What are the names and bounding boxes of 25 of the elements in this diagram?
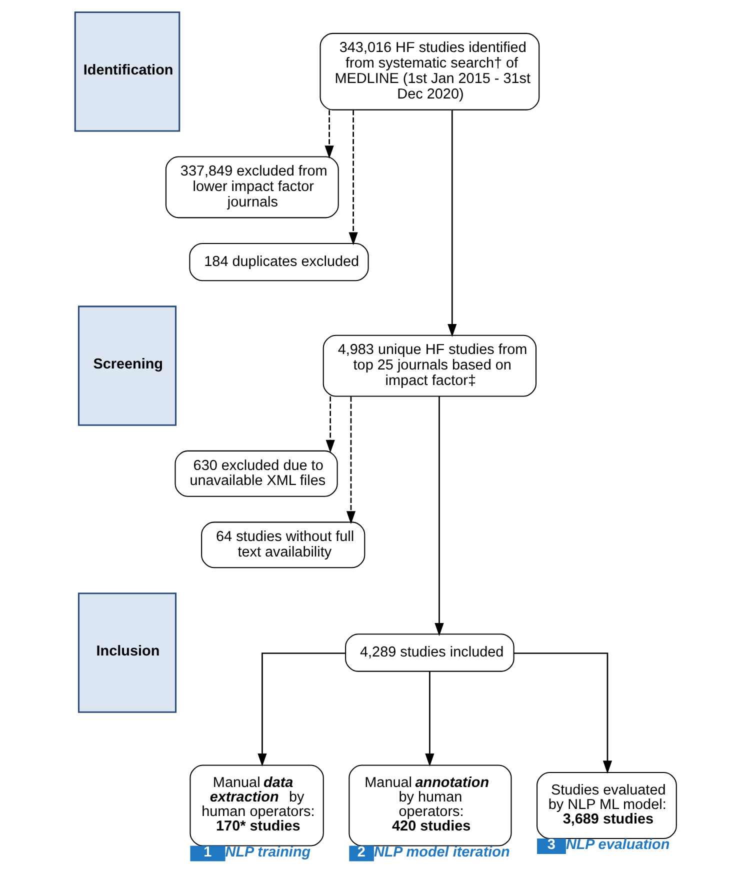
node-label: 3: [547, 837, 556, 854]
node-box: 343,016 HF studies identified from systematic search† of MEDLINE (1st Jan 2015 - 31st Dec 2020): [320, 32, 540, 110]
node-box: 184 duplicates excluded: [189, 242, 369, 282]
node-box: 4,289 studies included: [345, 634, 514, 672]
node-label: 2: [357, 844, 366, 860]
arrow: [448, 110, 457, 337]
arrow: [258, 652, 346, 766]
node-label: NLP evaluation: [566, 837, 670, 854]
node-label: 1: [204, 844, 212, 860]
node-box: 64 studies without full text availability: [201, 522, 366, 568]
node-box: 630 excluded due to unavailable XML files: [174, 450, 338, 497]
node-box: Identification: [74, 12, 180, 132]
arrow: [348, 110, 358, 246]
node-box: 4,983 unique HF studies from top 25 journals based on impact factor‡: [322, 334, 537, 397]
node-label: NLP training: [225, 844, 311, 860]
arrow: [434, 396, 444, 636]
node-box: Screening: [78, 306, 177, 426]
node-box: 337,849 excluded from lower impact factor journals: [165, 156, 339, 218]
arrow: [514, 652, 612, 774]
arrow: [425, 671, 434, 767]
node-label: NLP model iteration: [374, 844, 510, 860]
arrow: [326, 396, 335, 453]
arrow: [324, 110, 334, 159]
node-box: Inclusion: [78, 592, 177, 713]
arrow: [346, 396, 356, 524]
